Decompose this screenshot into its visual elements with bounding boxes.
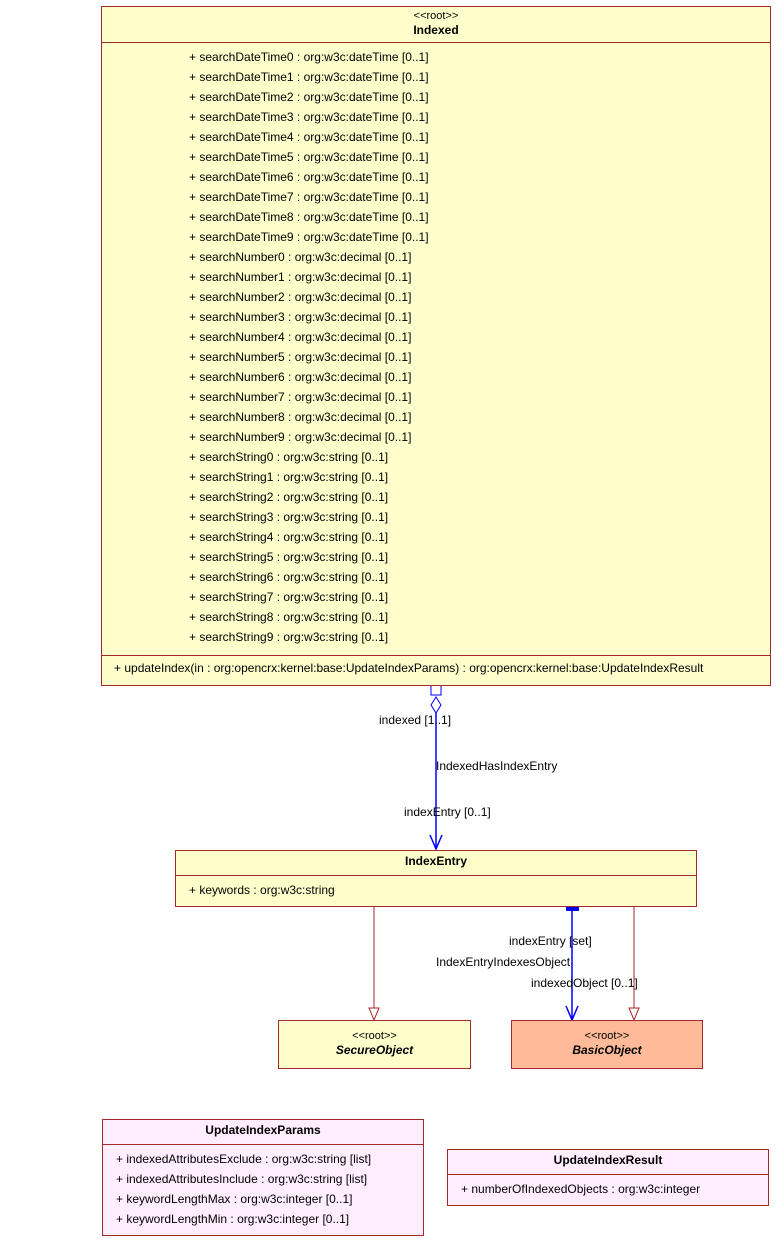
attribute-row: + searchNumber2 : org:w3c:decimal [0..1] bbox=[189, 290, 412, 304]
class-header: <<root>> SecureObject bbox=[279, 1021, 470, 1057]
attribute-row: + searchDateTime9 : org:w3c:dateTime [0.… bbox=[189, 230, 429, 244]
attribute-row: + searchString3 : org:w3c:string [0..1] bbox=[189, 510, 389, 524]
class-name: UpdateIndexParams bbox=[205, 1123, 321, 1137]
class-name: UpdateIndexResult bbox=[553, 1153, 663, 1167]
attribute-row: + indexedAttributesInclude : org:w3c:str… bbox=[116, 1172, 368, 1186]
attribute-row: + searchString4 : org:w3c:string [0..1] bbox=[189, 530, 389, 544]
attribute-row: + searchDateTime2 : org:w3c:dateTime [0.… bbox=[189, 90, 429, 104]
qualifier-square bbox=[430, 684, 442, 696]
generalization-basic-object bbox=[628, 906, 640, 1022]
class-name: BasicObject bbox=[572, 1043, 642, 1057]
attribute-row: + searchDateTime8 : org:w3c:dateTime [0.… bbox=[189, 210, 429, 224]
generalization-triangle bbox=[368, 1007, 380, 1022]
generalization-triangle bbox=[628, 1007, 640, 1022]
attribute-row: + indexedAttributesExclude : org:w3c:str… bbox=[116, 1152, 372, 1166]
class-header: UpdateIndexResult bbox=[448, 1150, 768, 1167]
generalization-secure-object bbox=[368, 906, 380, 1022]
attribute-row: + searchDateTime6 : org:w3c:dateTime [0.… bbox=[189, 170, 429, 184]
attribute-row: + searchString8 : org:w3c:string [0..1] bbox=[189, 610, 389, 624]
class-name: IndexEntry bbox=[404, 854, 467, 868]
attribute-row: + searchString2 : org:w3c:string [0..1] bbox=[189, 490, 389, 504]
association-end-label: indexedObject [0..1] bbox=[531, 976, 638, 990]
compartment-divider bbox=[176, 875, 696, 876]
attribute-row: + searchString5 : org:w3c:string [0..1] bbox=[189, 550, 389, 564]
attribute-row: + searchNumber5 : org:w3c:decimal [0..1] bbox=[189, 350, 412, 364]
class-stereotype: <<root>> bbox=[413, 10, 459, 22]
class-index-entry[interactable]: IndexEntry + keywords : org:w3c:string bbox=[175, 850, 697, 907]
struct-update-index-result[interactable]: UpdateIndexResult + numberOfIndexedObjec… bbox=[447, 1149, 769, 1206]
attribute-row: + searchNumber8 : org:w3c:decimal [0..1] bbox=[189, 410, 412, 424]
attribute-row: + searchNumber0 : org:w3c:decimal [0..1] bbox=[189, 250, 412, 264]
class-stereotype: <<root>> bbox=[584, 1030, 630, 1042]
attribute-row: + searchDateTime5 : org:w3c:dateTime [0.… bbox=[189, 150, 429, 164]
attribute-compartment: + numberOfIndexedObjects : org:w3c:integ… bbox=[461, 1179, 700, 1199]
attribute-compartment: + keywords : org:w3c:string bbox=[189, 880, 335, 900]
attribute-row: + searchDateTime1 : org:w3c:dateTime [0.… bbox=[189, 70, 429, 84]
navigation-arrowhead bbox=[429, 834, 443, 851]
attribute-row: + searchNumber1 : org:w3c:decimal [0..1] bbox=[189, 270, 412, 284]
attribute-row: + searchString1 : org:w3c:string [0..1] bbox=[189, 470, 389, 484]
association-name-label: IndexEntryIndexesObject bbox=[436, 955, 571, 969]
struct-update-index-params[interactable]: UpdateIndexParams + indexedAttributesExc… bbox=[102, 1119, 424, 1236]
compartment-divider bbox=[448, 1174, 768, 1175]
association-end-label: indexEntry [set] bbox=[509, 934, 592, 948]
attribute-row: + searchString7 : org:w3c:string [0..1] bbox=[189, 590, 389, 604]
attribute-row: + searchString9 : org:w3c:string [0..1] bbox=[189, 630, 389, 644]
class-secure-object[interactable]: <<root>> SecureObject bbox=[278, 1020, 471, 1069]
attribute-row: + numberOfIndexedObjects : org:w3c:integ… bbox=[461, 1182, 701, 1196]
attribute-row: + searchNumber6 : org:w3c:decimal [0..1] bbox=[189, 370, 412, 384]
attribute-row: + searchNumber4 : org:w3c:decimal [0..1] bbox=[189, 330, 412, 344]
compartment-divider bbox=[103, 1144, 423, 1145]
association-end-label: indexEntry [0..1] bbox=[404, 805, 491, 819]
attribute-row: + searchString6 : org:w3c:string [0..1] bbox=[189, 570, 389, 584]
aggregation-diamond bbox=[430, 696, 442, 714]
attribute-compartment: + indexedAttributesExclude : org:w3c:str… bbox=[116, 1149, 371, 1229]
association-indexed-has-index-entry bbox=[429, 684, 443, 851]
class-basic-object[interactable]: <<root>> BasicObject bbox=[511, 1020, 703, 1069]
attribute-row: + keywordLengthMin : org:w3c:integer [0.… bbox=[116, 1212, 350, 1226]
compartment-divider bbox=[102, 655, 770, 656]
attribute-row: + searchDateTime7 : org:w3c:dateTime [0.… bbox=[189, 190, 429, 204]
attribute-compartment: + searchDateTime0 : org:w3c:dateTime [0.… bbox=[189, 47, 429, 647]
class-header: <<root>> BasicObject bbox=[512, 1021, 702, 1057]
attribute-row: + searchString0 : org:w3c:string [0..1] bbox=[189, 450, 389, 464]
compartment-divider bbox=[102, 42, 770, 43]
attribute-row: + searchDateTime3 : org:w3c:dateTime [0.… bbox=[189, 110, 429, 124]
operation-row: + updateIndex(in : org:opencrx:kernel:ba… bbox=[114, 661, 704, 675]
class-header: IndexEntry bbox=[176, 851, 696, 868]
class-indexed[interactable]: <<root>> Indexed + searchDateTime0 : org… bbox=[101, 6, 771, 686]
class-header: UpdateIndexParams bbox=[103, 1120, 423, 1137]
attribute-row: + searchNumber3 : org:w3c:decimal [0..1] bbox=[189, 310, 412, 324]
class-header: <<root>> Indexed bbox=[102, 7, 770, 37]
association-end-label: indexed [1..1] bbox=[379, 713, 452, 727]
class-stereotype: <<root>> bbox=[352, 1030, 397, 1042]
operation-compartment: + updateIndex(in : org:opencrx:kernel:ba… bbox=[114, 658, 703, 678]
class-name: Indexed bbox=[413, 23, 459, 37]
class-name: SecureObject bbox=[335, 1043, 414, 1057]
attribute-row: + searchNumber7 : org:w3c:decimal [0..1] bbox=[189, 390, 412, 404]
association-name-label: IndexedHasIndexEntry bbox=[436, 759, 558, 773]
attribute-row: + searchNumber9 : org:w3c:decimal [0..1] bbox=[189, 430, 412, 444]
attribute-row: + keywords : org:w3c:string bbox=[189, 883, 335, 897]
composite-marker bbox=[566, 906, 579, 911]
attribute-row: + searchDateTime4 : org:w3c:dateTime [0.… bbox=[189, 130, 429, 144]
attribute-row: + keywordLengthMax : org:w3c:integer [0.… bbox=[116, 1192, 353, 1206]
attribute-row: + searchDateTime0 : org:w3c:dateTime [0.… bbox=[189, 50, 429, 64]
